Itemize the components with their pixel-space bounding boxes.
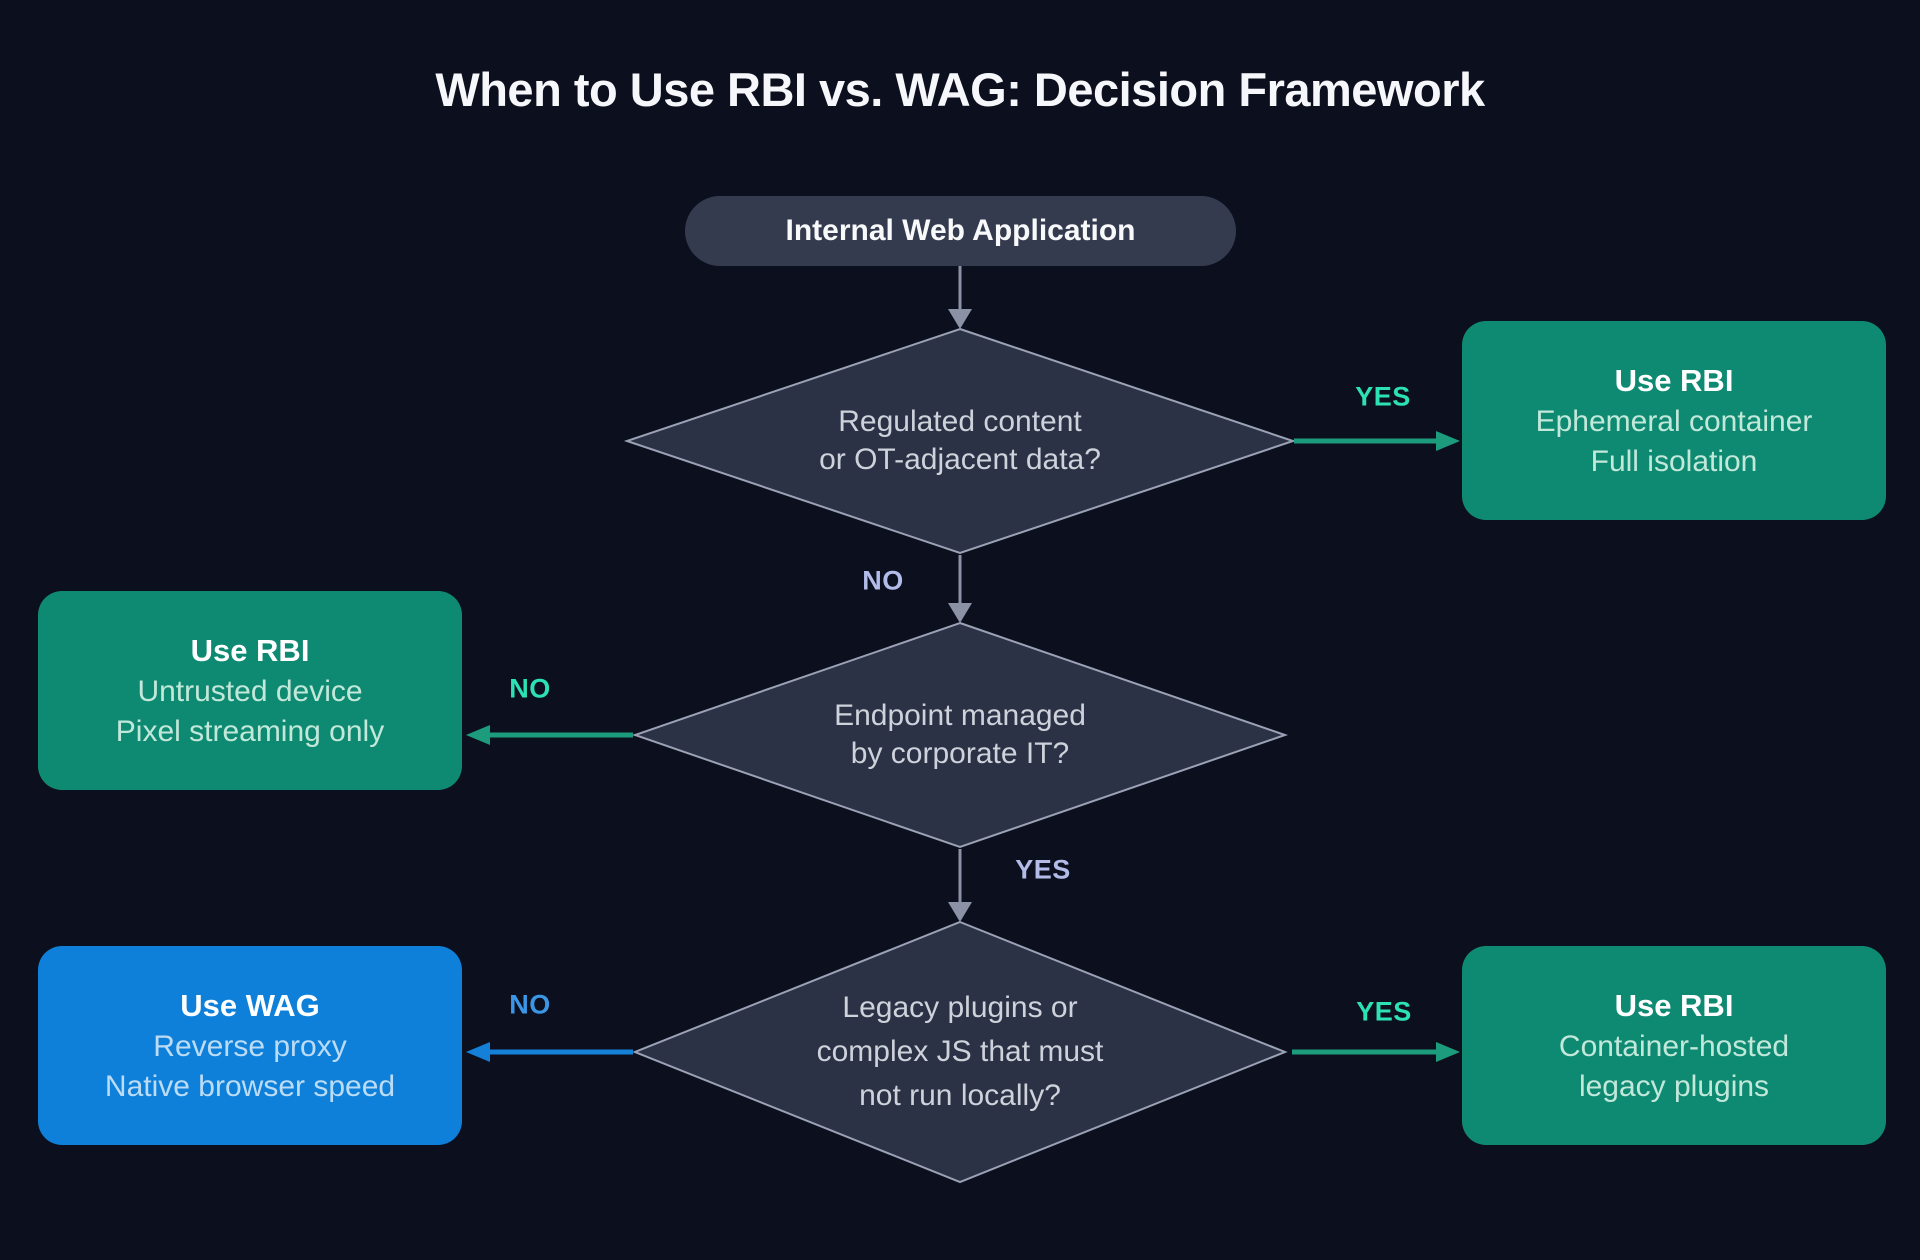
decision-line: by corporate IT? (850, 737, 1070, 770)
decision-diamond-regulated (623, 327, 1297, 555)
edge-label-d3-yes: YES (1356, 996, 1412, 1027)
outcome-line: Pixel streaming only (115, 714, 385, 748)
outcome-title: Use RBI (190, 632, 310, 668)
arrowhead-d1-yes (1436, 431, 1460, 451)
decision-diamond-legacy (632, 920, 1288, 1184)
decision-diamond-endpoint (631, 621, 1289, 849)
arrowhead-d3-no (466, 1042, 490, 1062)
arrowhead-d3-yes (1436, 1042, 1460, 1062)
outcome-line: Container-hosted (1558, 1029, 1790, 1063)
edge-label-d1-yes: YES (1355, 381, 1411, 412)
outcome-line: Untrusted device (137, 674, 363, 708)
decision-node-regulated: Regulated content or OT-adjacent data? (660, 400, 1260, 482)
edge-label-d2-no: NO (509, 673, 551, 704)
start-node: Internal Web Application (685, 196, 1236, 266)
outcome-rbi-container: Use RBI Container-hosted legacy plugins (1462, 946, 1886, 1145)
decision-line: not run locally? (859, 1079, 1061, 1112)
decision-node-legacy: Legacy plugins or complex JS that must n… (660, 986, 1260, 1118)
edge-label-d1-no: NO (862, 565, 904, 596)
outcome-title: Use RBI (1614, 987, 1734, 1023)
outcome-title: Use WAG (180, 987, 320, 1023)
arrowhead-d2-to-d3 (948, 902, 972, 922)
decision-line: or OT-adjacent data? (819, 443, 1101, 476)
decision-line: Endpoint managed (834, 699, 1086, 732)
outcome-title: Use RBI (1614, 362, 1734, 398)
decision-line: Legacy plugins or (842, 991, 1078, 1024)
decision-line: Regulated content (838, 405, 1082, 438)
page-title: When to Use RBI vs. WAG: Decision Framew… (435, 63, 1485, 116)
outcome-wag-reverse-proxy: Use WAG Reverse proxy Native browser spe… (38, 946, 462, 1145)
edge-label-d3-no: NO (509, 989, 551, 1020)
outcome-line: Full isolation (1590, 444, 1758, 478)
decision-node-endpoint: Endpoint managed by corporate IT? (660, 694, 1260, 776)
arrowhead-start-to-d1 (948, 309, 972, 329)
outcome-line: Native browser speed (104, 1069, 396, 1103)
start-node-label: Internal Web Application (785, 214, 1136, 247)
decision-line: complex JS that must (816, 1035, 1104, 1068)
outcome-rbi-ephemeral: Use RBI Ephemeral container Full isolati… (1462, 321, 1886, 520)
arrowhead-d2-no (466, 725, 490, 745)
outcome-rbi-untrusted: Use RBI Untrusted device Pixel streaming… (38, 591, 462, 790)
outcome-line: Ephemeral container (1535, 404, 1813, 438)
outcome-line: legacy plugins (1578, 1069, 1770, 1103)
edge-label-d2-yes: YES (1015, 854, 1071, 885)
outcome-line: Reverse proxy (153, 1029, 347, 1063)
arrowhead-d1-to-d2 (948, 603, 972, 623)
